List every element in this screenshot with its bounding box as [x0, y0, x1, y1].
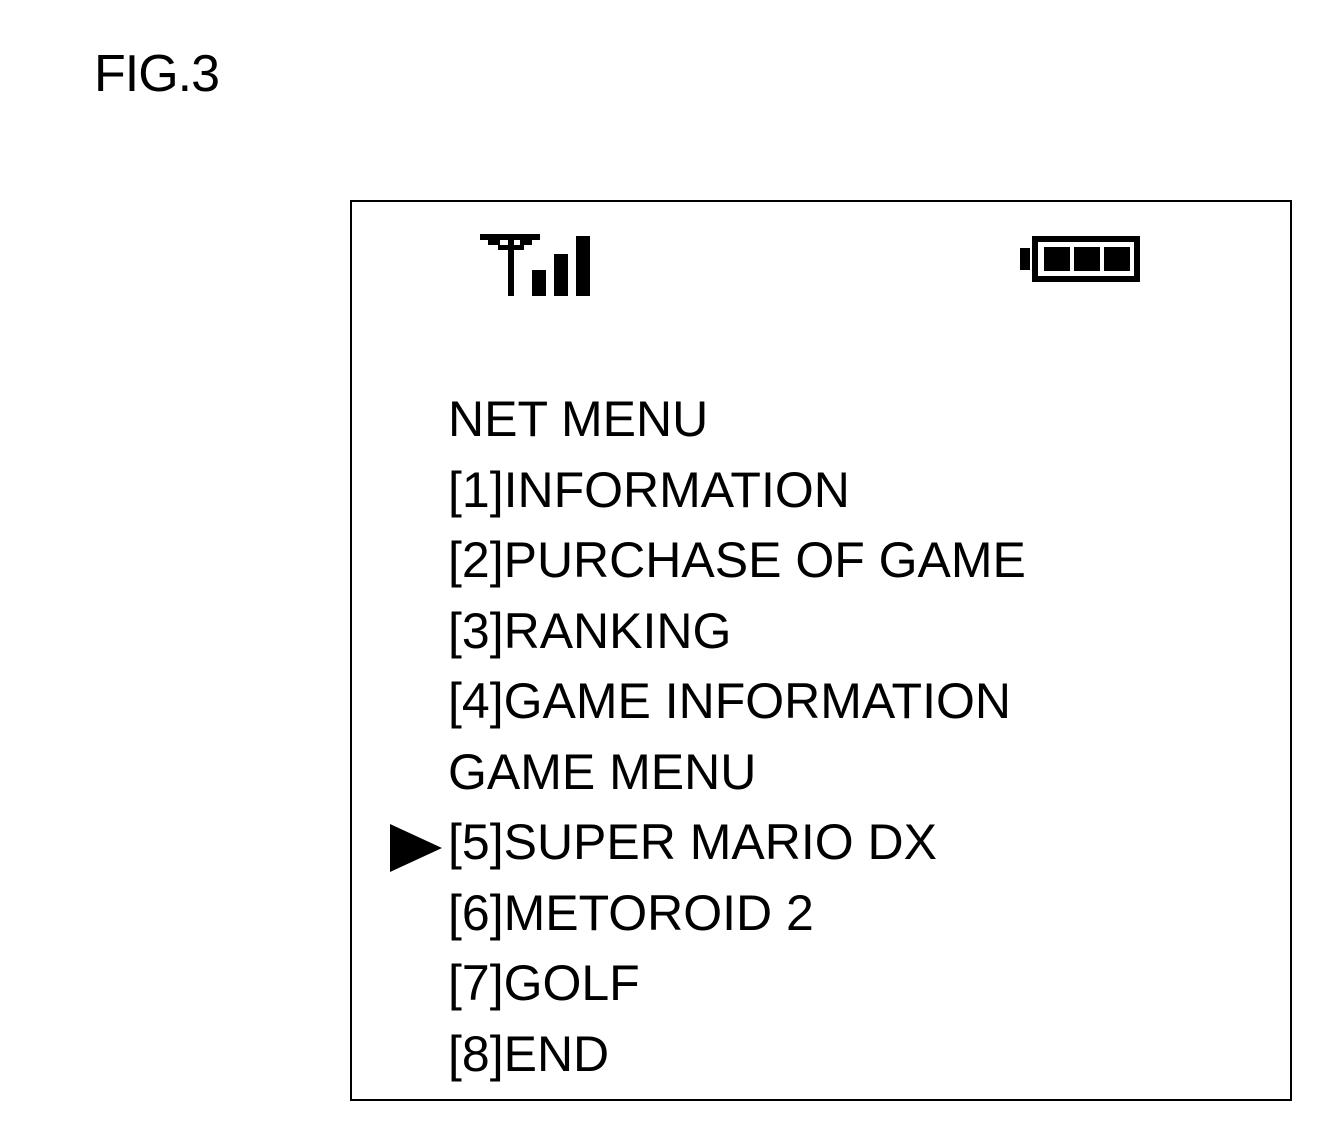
- menu-item-super-mario-dx[interactable]: [5]SUPER MARIO DX: [390, 807, 1026, 878]
- battery-segment-3: [1104, 247, 1130, 271]
- battery-icon: [1020, 236, 1140, 282]
- net-menu-heading: NET MENU: [448, 391, 709, 447]
- menu-item-golf[interactable]: [7]GOLF: [448, 955, 640, 1011]
- battery-segment-2: [1074, 247, 1100, 271]
- device-screen: NET MENU [1]INFORMATION [2]PURCHASE OF G…: [350, 200, 1292, 1101]
- signal-bar-2: [554, 254, 568, 296]
- antenna-signal-icon: [480, 234, 590, 296]
- menu-item-purchase-of-game[interactable]: [2]PURCHASE OF GAME: [448, 532, 1026, 588]
- figure-label: FIG.3: [94, 45, 220, 103]
- battery-terminal: [1020, 248, 1030, 270]
- game-menu-heading: GAME MENU: [448, 743, 757, 800]
- menu-item-label: [5]SUPER MARIO DX: [448, 814, 937, 870]
- signal-bar-3: [576, 236, 590, 296]
- menu-item-game-information[interactable]: [4]GAME INFORMATION: [448, 673, 1011, 729]
- menu-list: NET MENU [1]INFORMATION [2]PURCHASE OF G…: [390, 384, 1026, 1089]
- menu-item-end[interactable]: [8]END: [448, 1025, 610, 1082]
- menu-item-metoroid-2[interactable]: [6]METOROID 2: [448, 884, 814, 941]
- menu-item-ranking[interactable]: [3]RANKING: [448, 602, 732, 659]
- battery-segment-1: [1044, 247, 1070, 271]
- selection-cursor-triangle-icon: [390, 824, 442, 872]
- signal-bar-1: [532, 270, 546, 296]
- antenna-mast: [508, 234, 514, 296]
- menu-item-information[interactable]: [1]INFORMATION: [448, 461, 850, 518]
